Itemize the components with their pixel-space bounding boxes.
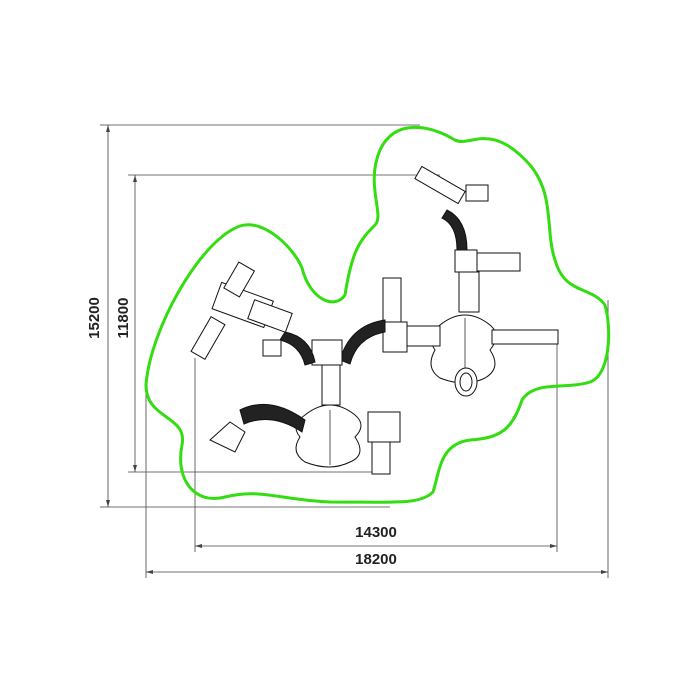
center-junction bbox=[311, 339, 343, 366]
equipment-width-label: 14300 bbox=[355, 524, 397, 541]
bridge-down bbox=[321, 364, 341, 406]
tube-right bbox=[339, 319, 386, 365]
slide-right bbox=[491, 329, 559, 345]
bridge-mid bbox=[404, 325, 441, 347]
slide-up bbox=[382, 277, 402, 324]
climbing-net bbox=[247, 299, 293, 333]
ladder-bottom bbox=[371, 441, 391, 475]
bridge bbox=[458, 271, 480, 313]
slide-exit bbox=[209, 421, 246, 453]
ladder-left bbox=[223, 261, 256, 298]
ladder bbox=[475, 252, 521, 272]
tube-left bbox=[279, 331, 316, 366]
junction bbox=[382, 321, 408, 353]
overall-height-label: 15200 bbox=[86, 297, 103, 339]
panel bbox=[465, 184, 489, 202]
slide bbox=[414, 165, 466, 205]
platform bbox=[454, 249, 478, 273]
safety-zone-outline bbox=[144, 125, 611, 504]
main-platform-right bbox=[430, 314, 497, 384]
overall-width-label: 18200 bbox=[355, 551, 397, 568]
equipment-height-label: 11800 bbox=[115, 298, 132, 339]
panel-left bbox=[262, 339, 282, 357]
playground-equipment bbox=[190, 165, 559, 475]
slide-left bbox=[190, 315, 226, 361]
tube-slide-bottom bbox=[239, 403, 306, 433]
roof-tower bbox=[367, 411, 401, 443]
tube-slide bbox=[441, 209, 468, 251]
main-platform-bottom bbox=[295, 404, 362, 468]
